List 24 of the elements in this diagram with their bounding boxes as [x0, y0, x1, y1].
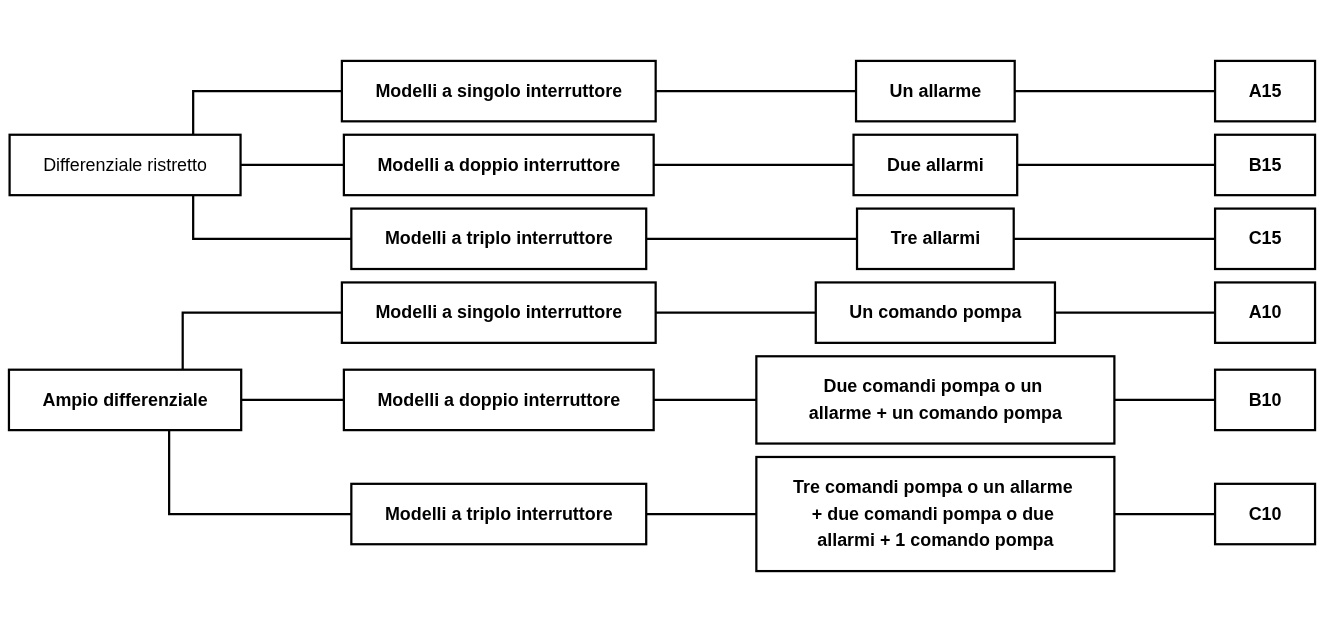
node-box: Modelli a singolo interruttore [340, 59, 657, 123]
node-box: Modelli a triplo interruttore [350, 482, 648, 546]
node-box: Un comando pompa [814, 281, 1057, 344]
node-box: Modelli a doppio interruttore [342, 368, 655, 432]
node-box: Modelli a doppio interruttore [342, 133, 655, 197]
node-box: Tre allarmi [855, 207, 1015, 271]
node-box: Tre comandi pompa o un allarme + due comandi pompa o due allarmi + 1 comando pompa [755, 455, 1116, 573]
node-box: Due allarmi [852, 133, 1019, 197]
node-box: Due comandi pompa o un allarme + un comando pompa [755, 355, 1116, 445]
node-box: A15 [1213, 59, 1317, 123]
node-box: C15 [1213, 207, 1317, 271]
node-box: C10 [1213, 482, 1317, 546]
node-box: Modelli a singolo interruttore [340, 281, 657, 344]
node-box: A10 [1213, 281, 1317, 344]
node-box: B10 [1213, 368, 1317, 432]
connector [168, 430, 352, 516]
node-box: Un allarme [854, 59, 1016, 123]
node-box: Modelli a triplo interruttore [350, 207, 648, 271]
connector [192, 195, 352, 240]
connector [192, 90, 342, 135]
connector [181, 311, 342, 370]
node-box: Differenziale ristretto [8, 133, 242, 197]
node-box: B15 [1213, 133, 1317, 197]
node-box: Ampio differenziale [7, 368, 243, 432]
